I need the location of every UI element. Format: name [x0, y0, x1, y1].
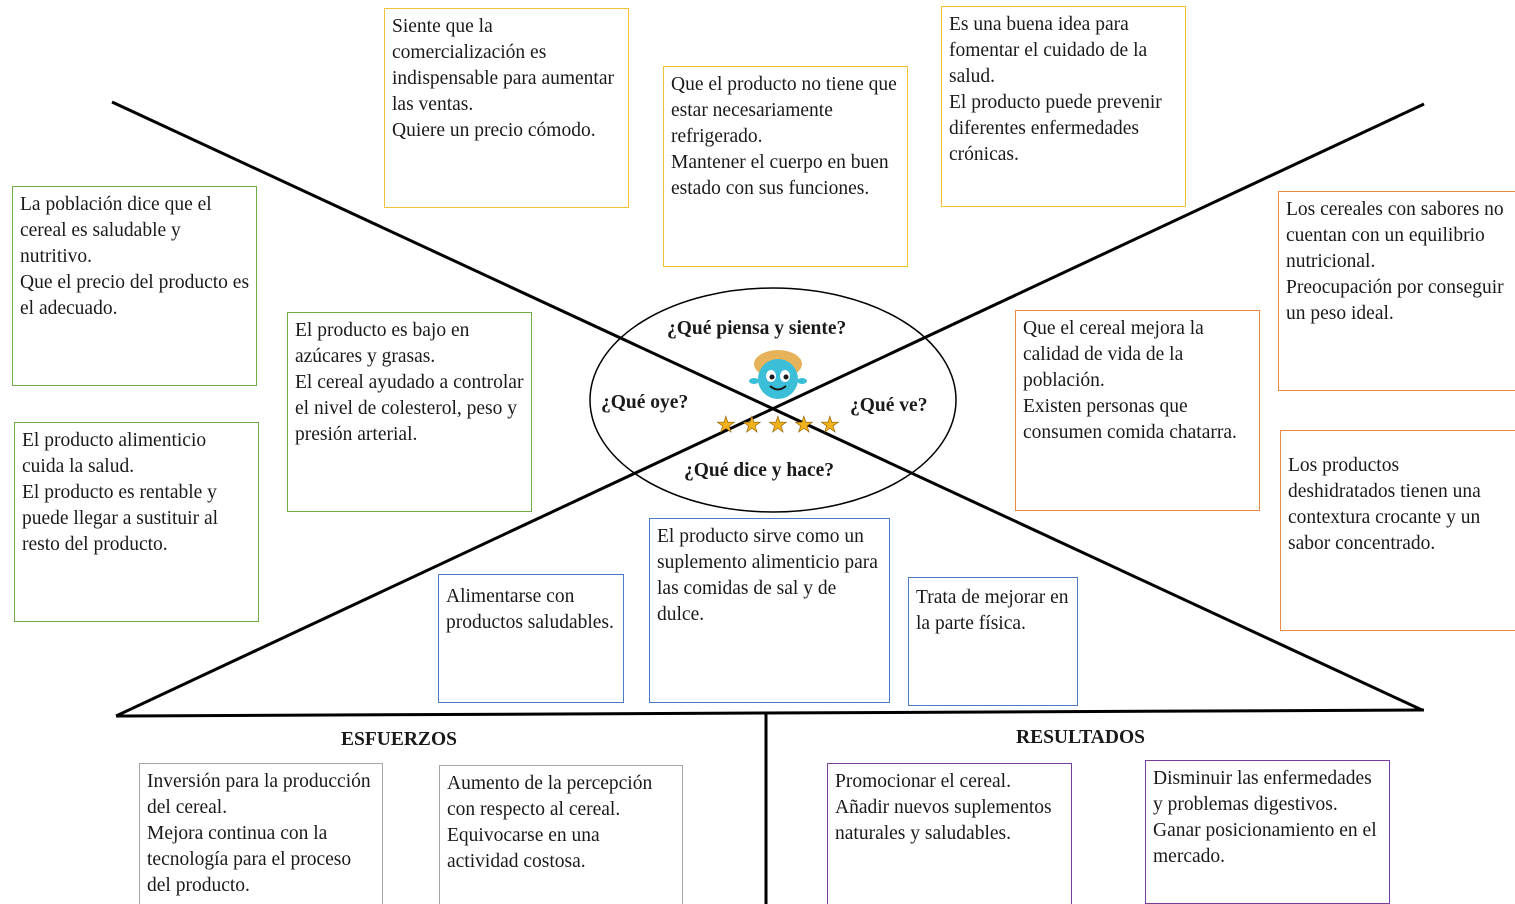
star-icon: ★ [820, 412, 840, 437]
note-result-1: Promocionar el cereal. Añadir nuevos sup… [827, 763, 1072, 904]
note-line: Que el producto no tiene que estar neces… [671, 74, 897, 147]
note-line: La población dice que el cereal es salud… [20, 194, 212, 267]
note-line: Que el cereal mejora la calidad de vida … [1023, 318, 1204, 391]
note-line: Equivocarse en una actividad costosa. [447, 825, 600, 872]
note-line: Preocupación por conseguir un peso ideal… [1286, 277, 1504, 324]
note-line: El producto es rentable y puede llegar a… [22, 482, 219, 555]
star-icon: ★ [716, 412, 736, 437]
note-line: Disminuir las enfermedades y problemas d… [1153, 768, 1372, 815]
note-hear-2: El producto alimenticio cuida la salud. … [14, 422, 259, 622]
rating-stars: ★ ★ ★ ★ ★ [716, 412, 840, 438]
star-icon: ★ [768, 412, 788, 437]
section-title-efforts: ESFUERZOS [341, 729, 457, 750]
note-line: Los productos deshidratados tienen una c… [1288, 455, 1481, 554]
center-ellipse [589, 287, 957, 513]
note-effort-2: Aumento de la percepción con respecto al… [439, 765, 683, 904]
note-line: Trata de mejorar en la parte física. [916, 587, 1069, 634]
label-thinks-feels: ¿Qué piensa y siente? [667, 318, 847, 339]
note-line: Que el precio del producto es el adecuad… [20, 272, 250, 319]
note-line: Promocionar el cereal. [835, 771, 1011, 792]
note-line: El producto alimenticio cuida la salud. [22, 430, 207, 477]
note-line: Ganar posicionamiento en el mercado. [1153, 820, 1377, 867]
note-line: El producto puede prevenir diferentes en… [949, 92, 1162, 165]
section-title-results: RESULTADOS [1016, 727, 1145, 748]
note-line: Existen personas que consumen comida cha… [1023, 396, 1237, 443]
base-line [115, 708, 1425, 718]
note-think-3: Es una buena idea para fomentar el cuida… [941, 6, 1186, 207]
note-result-2: Disminuir las enfermedades y problemas d… [1145, 760, 1390, 904]
note-say-2: El producto sirve como un suplemento ali… [649, 518, 890, 703]
note-line: El producto sirve como un suplemento ali… [657, 526, 878, 625]
note-line: Mejora continua con la tecnología para e… [147, 823, 352, 896]
diagonal-line-left [111, 100, 1423, 712]
label-sees: ¿Qué ve? [850, 395, 928, 416]
note-line: Es una buena idea para fomentar el cuida… [949, 14, 1148, 87]
smiling-character-icon [749, 350, 807, 399]
note-line: Aumento de la percepción con respecto al… [447, 773, 653, 820]
note-line: El cereal ayudado a controlar el nivel d… [295, 372, 524, 445]
note-hear-3: El producto es bajo en azúcares y grasas… [287, 312, 532, 512]
note-say-3: Trata de mejorar en la parte física. [908, 577, 1078, 706]
note-line: Alimentarse con productos saludables. [446, 586, 614, 633]
note-say-1: Alimentarse con productos saludables. [438, 574, 624, 703]
note-line: Los cereales con sabores no cuentan con … [1286, 199, 1504, 272]
label-hears: ¿Qué oye? [601, 392, 689, 413]
star-icon: ★ [794, 412, 814, 437]
label-says-does: ¿Qué dice y hace? [684, 460, 835, 481]
diagonal-line-right [115, 102, 1425, 718]
note-line: Inversión para la producción del cereal. [147, 771, 371, 818]
note-line: Mantener el cuerpo en buen estado con su… [671, 152, 889, 199]
note-think-2: Que el producto no tiene que estar neces… [663, 66, 908, 267]
note-line: Añadir nuevos suplementos naturales y sa… [835, 797, 1052, 844]
note-think-1: Siente que la comercialización es indisp… [384, 8, 629, 208]
note-line: Siente que la comercialización es indisp… [392, 16, 614, 115]
note-see-3: Los productos deshidratados tienen una c… [1280, 430, 1515, 631]
star-icon: ★ [742, 412, 762, 437]
note-see-1: Que el cereal mejora la calidad de vida … [1015, 310, 1260, 511]
note-line: El producto es bajo en azúcares y grasas… [295, 320, 470, 367]
note-effort-1: Inversión para la producción del cereal.… [139, 763, 383, 904]
note-see-2: Los cereales con sabores no cuentan con … [1278, 191, 1515, 391]
note-hear-1: La población dice que el cereal es salud… [12, 186, 257, 386]
note-line: Quiere un precio cómodo. [392, 120, 596, 141]
